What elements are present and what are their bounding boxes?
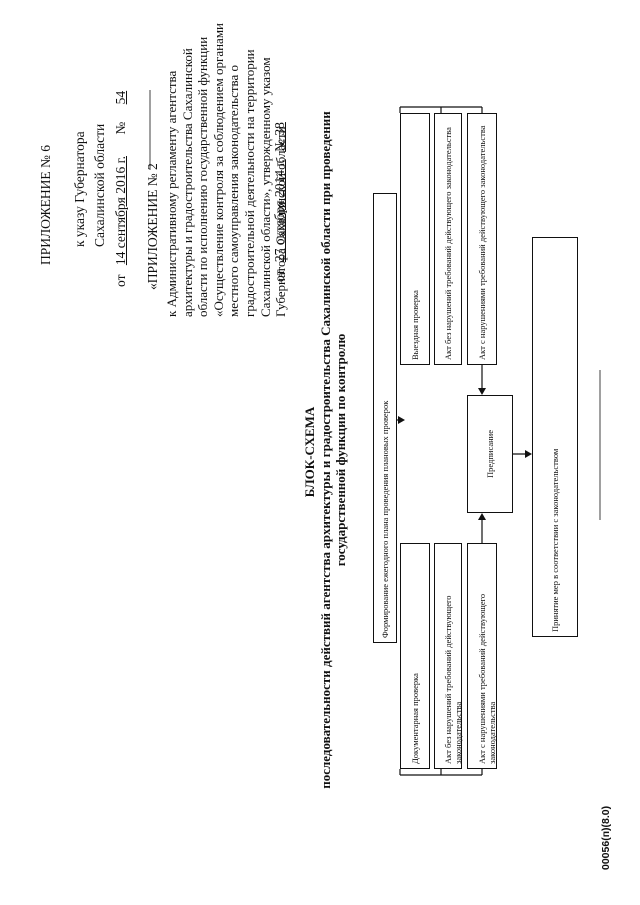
arrowheads [398, 388, 532, 520]
document-code: 00056(п)(8.0) [600, 805, 612, 870]
